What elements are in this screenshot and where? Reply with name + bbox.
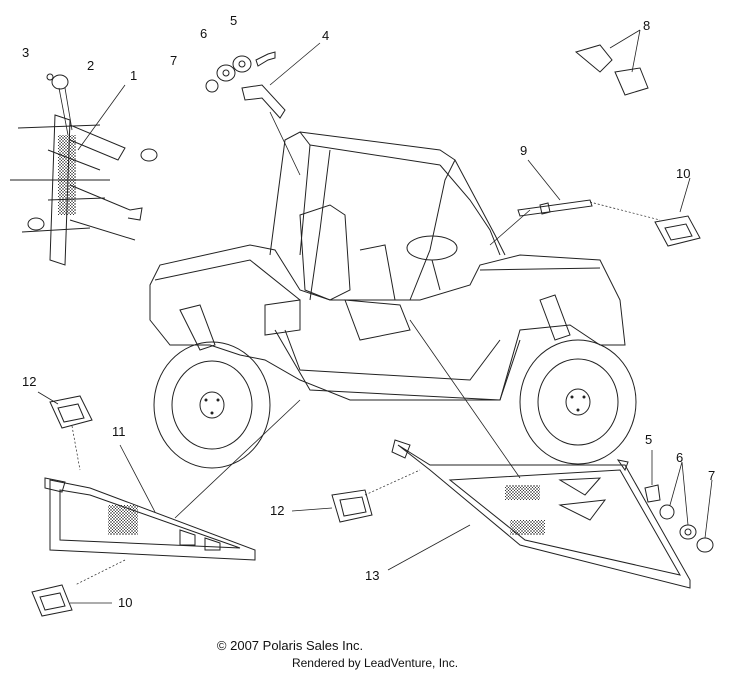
callout-4: 4 [322,28,329,43]
rendered-by-text: Rendered by LeadVenture, Inc. [291,656,459,670]
callout-8: 8 [643,18,650,33]
rear-wheel [519,339,637,465]
part-8-buckles [574,29,649,96]
callout-5-bottom: 5 [645,432,652,447]
part-1-net-assembly [10,73,158,266]
callout-9: 9 [520,143,527,158]
part-9-strap [489,159,661,246]
callout-5: 5 [230,13,237,28]
parts-5-to-7-fasteners-bottom [644,450,714,553]
callout-10-bottom: 10 [118,595,132,610]
copyright-text: © 2007 Polaris Sales Inc. [216,638,364,653]
parts-4-to-7-fasteners [205,42,321,176]
part-12-buckle-left [37,391,93,471]
callout-12-middle: 12 [270,503,284,518]
callout-6: 6 [200,26,207,41]
part-11-door-net-left [44,399,301,586]
part-12-buckle-middle [291,469,421,523]
callout-1: 1 [130,68,137,83]
callout-7-bottom: 7 [708,468,715,483]
callout-10-top: 10 [676,166,690,181]
callout-3: 3 [22,45,29,60]
callout-13: 13 [365,568,379,583]
callout-2: 2 [87,58,94,73]
vehicle-illustration [149,131,637,469]
front-wheel [153,341,271,469]
callout-12-left: 12 [22,374,36,389]
callout-11: 11 [112,424,126,439]
callout-7: 7 [170,53,177,68]
callout-6-bottom: 6 [676,450,683,465]
part-10-buckle-top [654,177,701,247]
part-13-door-net-right [387,319,691,589]
part-10-buckle-bottom [31,584,112,617]
